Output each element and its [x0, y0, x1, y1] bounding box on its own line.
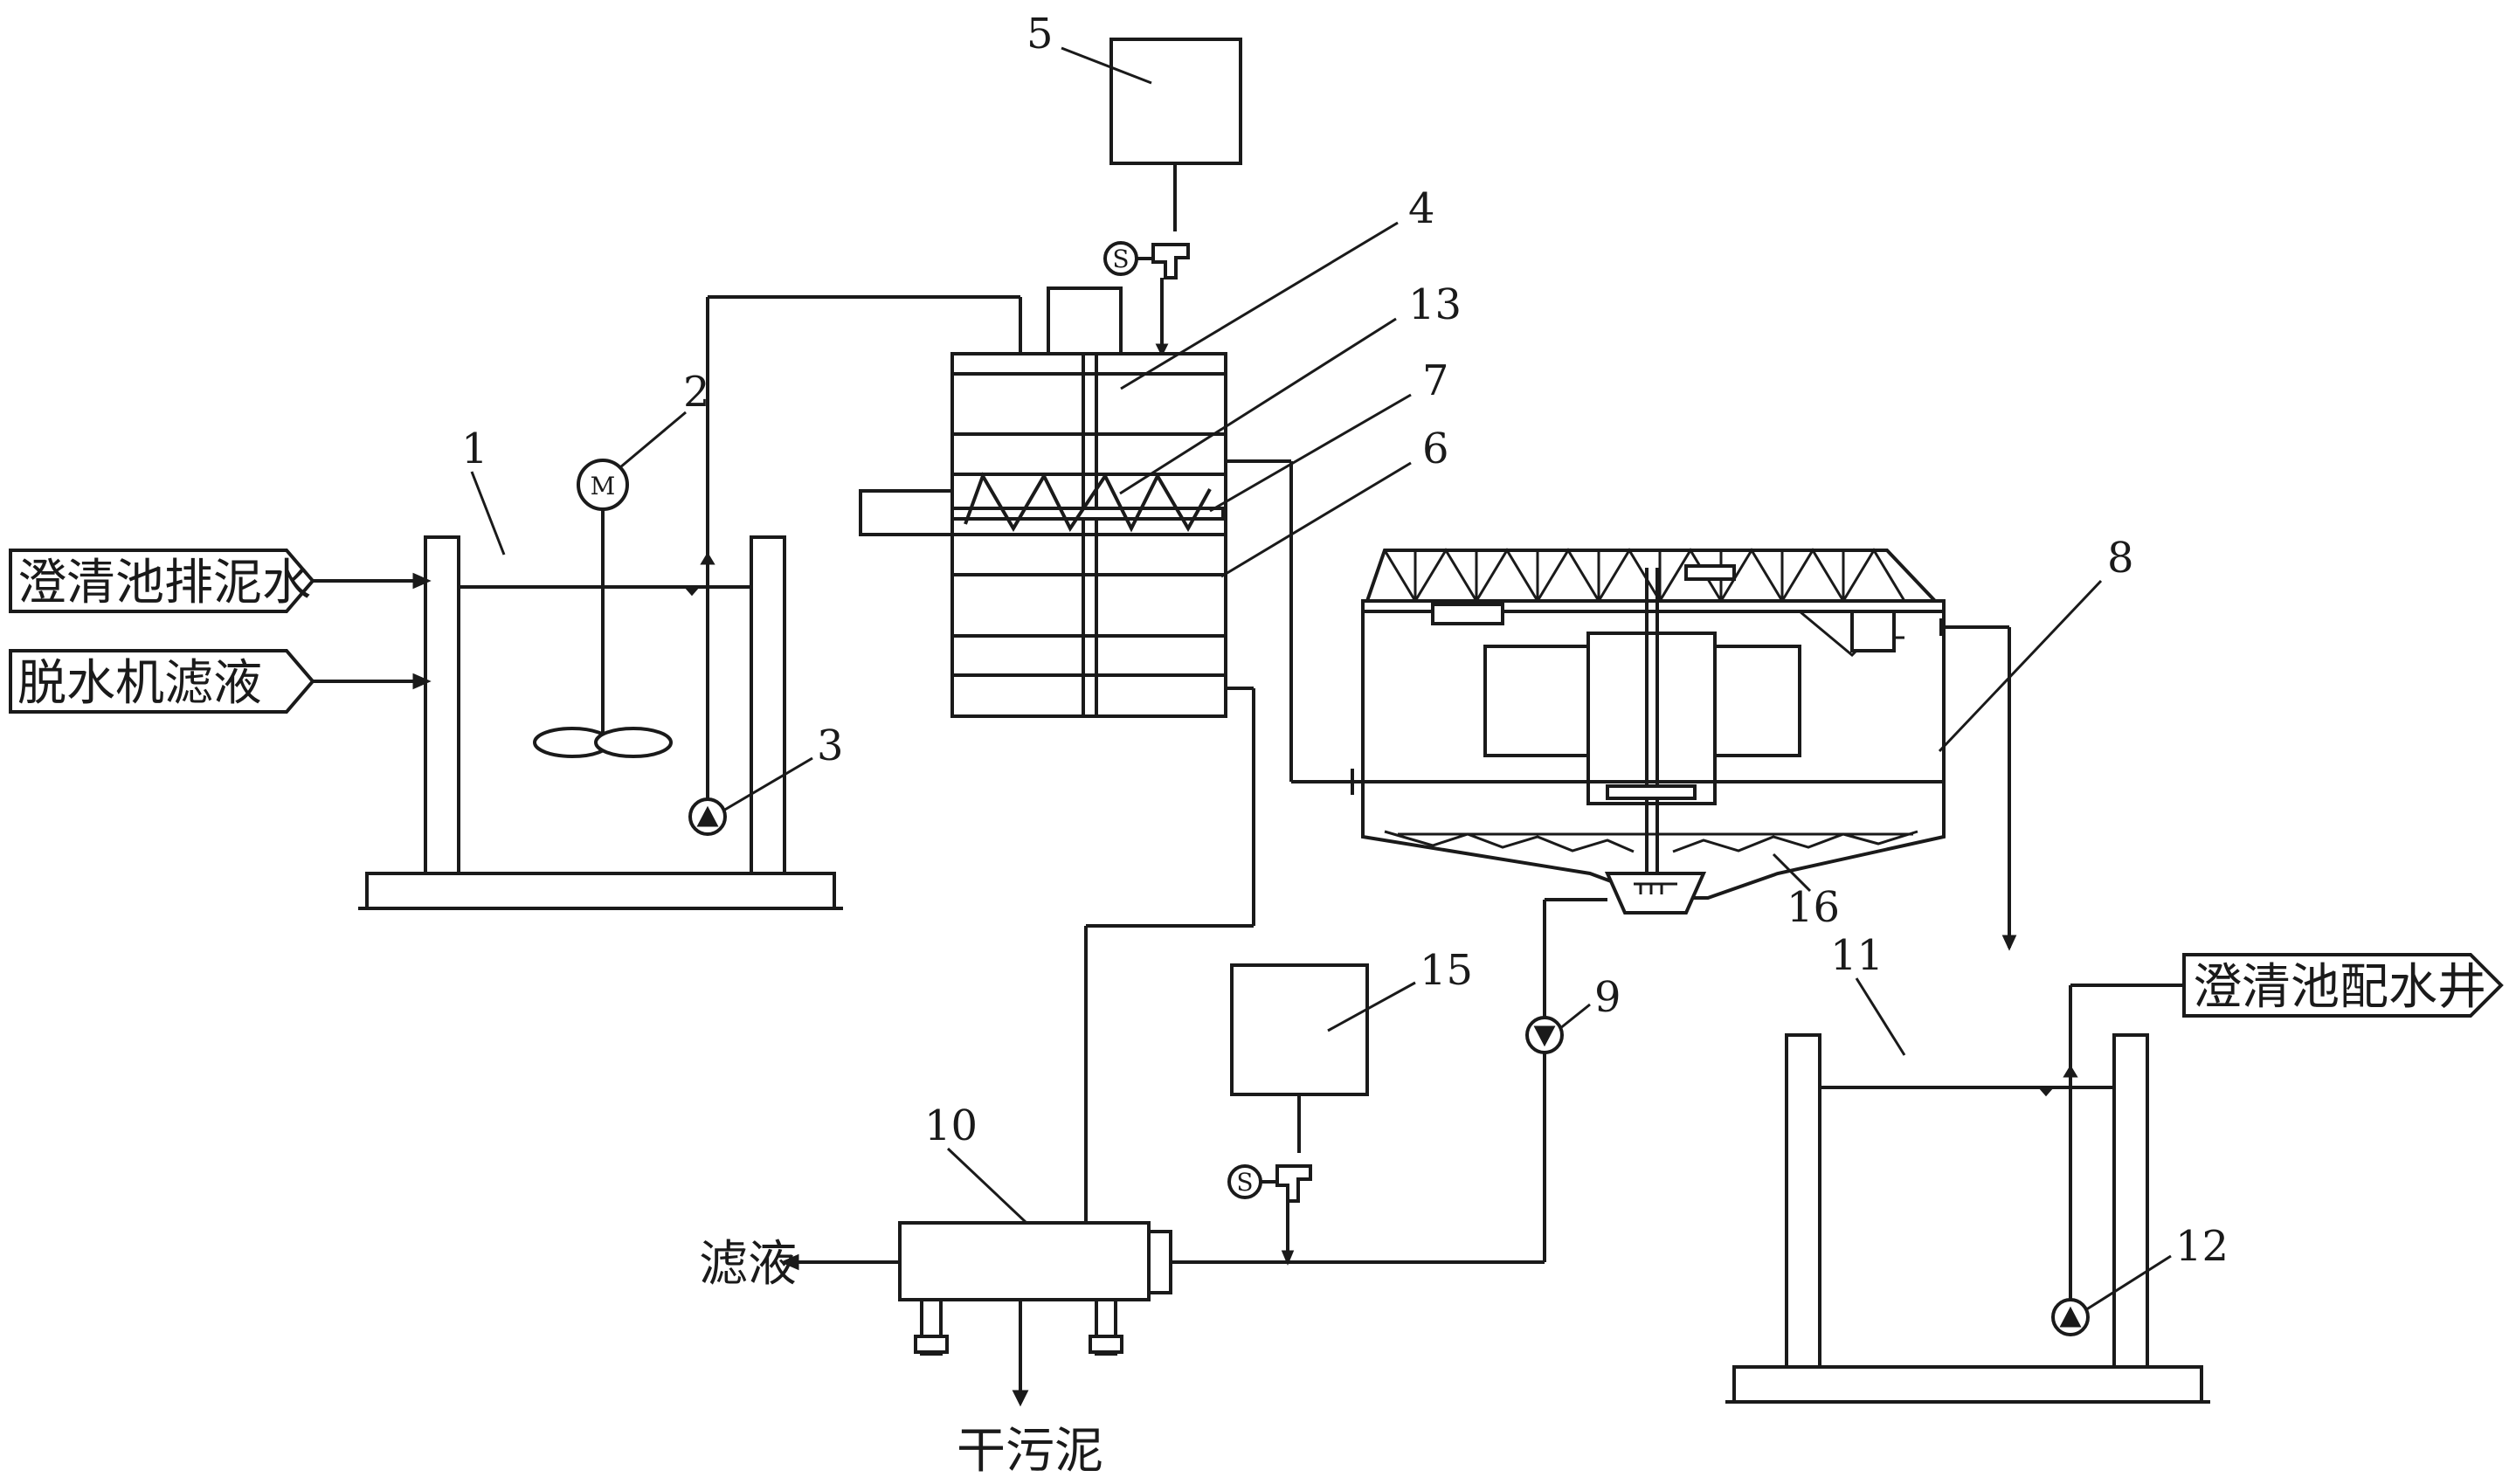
- ref-2: 2: [683, 368, 710, 417]
- pump-12: [2051, 1298, 2090, 1336]
- mixer-motor: M: [533, 459, 673, 758]
- motor-symbol: M: [591, 472, 616, 500]
- outlet-label: 澄清池配水井: [2193, 959, 2486, 1016]
- inlet-label-2: 脱水机滤液: [17, 655, 262, 712]
- dosing-tank-5: S: [1103, 38, 1242, 357]
- ref-10: 10: [924, 1101, 978, 1150]
- clarifier-8: [1149, 548, 2017, 1264]
- ref-15: 15: [1420, 946, 1473, 995]
- ref-4: 4: [1408, 184, 1435, 233]
- ref-7: 7: [1422, 356, 1449, 405]
- pump-3: [688, 295, 1022, 836]
- pump-9: [1525, 1016, 1564, 1054]
- dry-sludge-label: 干污泥: [957, 1423, 1103, 1480]
- reference-labels: 5 4 13 7 6 2 1 3 8 16 11 15 9 10 12: [461, 10, 2229, 1312]
- reactor: [859, 286, 1363, 1223]
- dosing-tank-15: S: [1227, 963, 1369, 1266]
- ref-13: 13: [1408, 280, 1462, 329]
- valve-symbol-a: S: [1112, 245, 1129, 273]
- inlet-arrow-1: 澄清池排泥水: [9, 549, 432, 613]
- ref-9: 9: [1594, 973, 1621, 1022]
- inlet-label-1: 澄清池排泥水: [17, 555, 311, 611]
- ref-16: 16: [1787, 883, 1840, 932]
- tank-11: [1725, 984, 2210, 1404]
- ref-8: 8: [2107, 534, 2134, 583]
- outlet-arrow: 澄清池配水井: [2182, 953, 2504, 1018]
- ref-11: 11: [1830, 931, 1884, 980]
- ref-6: 6: [1422, 424, 1449, 473]
- valve-symbol-b: S: [1236, 1168, 1253, 1197]
- tank-1: [358, 535, 843, 910]
- filtrate-label: 滤液: [699, 1236, 797, 1293]
- ref-5: 5: [1026, 10, 1054, 59]
- ref-3: 3: [817, 721, 844, 770]
- inlet-arrow-2: 脱水机滤液: [9, 649, 432, 714]
- filter-press-10: [780, 1221, 1172, 1407]
- ref-1: 1: [461, 424, 488, 473]
- ref-12: 12: [2175, 1222, 2229, 1271]
